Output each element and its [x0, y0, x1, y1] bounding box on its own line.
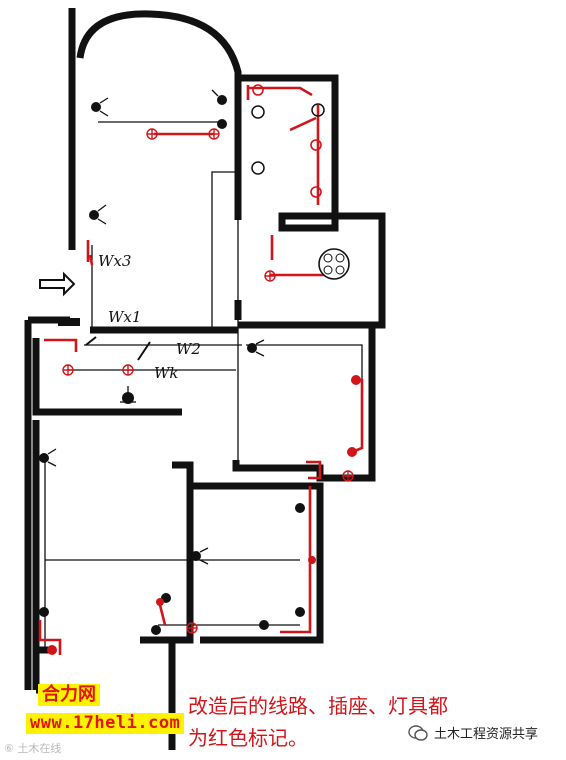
socket-icon — [62, 364, 74, 376]
lamp-fixtures — [39, 84, 361, 655]
wall-lower-bedroom — [168, 461, 324, 750]
wall-entry — [24, 316, 238, 690]
wechat-account: 土木工程资源共享 — [408, 723, 538, 742]
walls — [24, 8, 386, 750]
red-lamp-icon — [47, 645, 57, 655]
lamp-icon — [251, 105, 265, 119]
renovation-wiring — [38, 85, 364, 655]
label-w2: W2 — [176, 340, 201, 358]
lamp-icon — [247, 339, 265, 357]
red-wire-bedroom-right — [351, 378, 364, 454]
red-wire-kitchen-right — [289, 105, 320, 205]
socket-icon — [122, 364, 134, 376]
site-logo-name: 合力网 — [38, 684, 100, 706]
lamp-icon — [311, 103, 325, 117]
lamp-icon — [295, 503, 305, 513]
sockets — [62, 128, 354, 634]
red-lamp-icon — [310, 186, 322, 198]
label-wx1: Wx1 — [108, 308, 141, 326]
wall-bathroom-partition — [278, 212, 339, 232]
site-logo-url: www.17heli.com — [26, 713, 185, 734]
red-wire-lower-corner — [158, 604, 167, 626]
caption-line-1: 改造后的线路、插座、灯具都 — [188, 694, 448, 718]
red-wire-hall — [44, 338, 78, 352]
socket-icon — [186, 622, 198, 634]
switch-icon — [58, 318, 151, 361]
wall-arched-bay — [68, 8, 242, 250]
wechat-icon — [408, 724, 428, 741]
lamp-icon — [251, 161, 265, 175]
lamp-icon — [211, 89, 227, 105]
label-wk: Wk — [154, 364, 179, 382]
caption-line-2: 为红色标记。 — [188, 726, 308, 750]
lamp-icon — [89, 204, 107, 225]
red-wire-kitchen — [246, 85, 313, 100]
lamp-icon — [151, 625, 161, 635]
lamp-icon — [120, 392, 136, 404]
lamp-icon — [295, 607, 305, 617]
lamp-icon — [91, 97, 109, 117]
red-lamp-icon — [308, 556, 316, 564]
original-wiring — [44, 121, 363, 650]
red-lamp-icon — [156, 598, 164, 606]
red-lamp-icon — [252, 84, 264, 96]
exhaust-fan-icon — [318, 248, 350, 280]
red-lamp-icon — [347, 447, 357, 457]
wechat-account-name: 土木工程资源共享 — [434, 727, 539, 742]
wall-upper-right — [234, 74, 386, 329]
lamp-icon — [39, 607, 49, 617]
lamp-icon — [39, 448, 57, 467]
lamp-icon — [217, 119, 227, 129]
red-lamp-icon — [351, 375, 361, 385]
red-wire-wx3 — [88, 254, 94, 266]
red-lamp-icon — [310, 139, 322, 151]
socket-icon — [342, 470, 354, 482]
lamp-icon — [191, 547, 209, 565]
socket-icon — [208, 128, 220, 140]
label-wx3: Wx3 — [98, 252, 131, 270]
entry-arrow-icon — [39, 271, 76, 297]
wall-hall-inner — [32, 338, 182, 416]
watermark-text: ⑥ 土木在线 — [4, 742, 62, 755]
red-wire-lower-left — [38, 620, 62, 655]
socket-icon — [264, 270, 276, 282]
socket-icon — [146, 128, 158, 140]
lamp-icon — [259, 620, 269, 630]
red-wire-bedroom-lower — [280, 460, 322, 634]
